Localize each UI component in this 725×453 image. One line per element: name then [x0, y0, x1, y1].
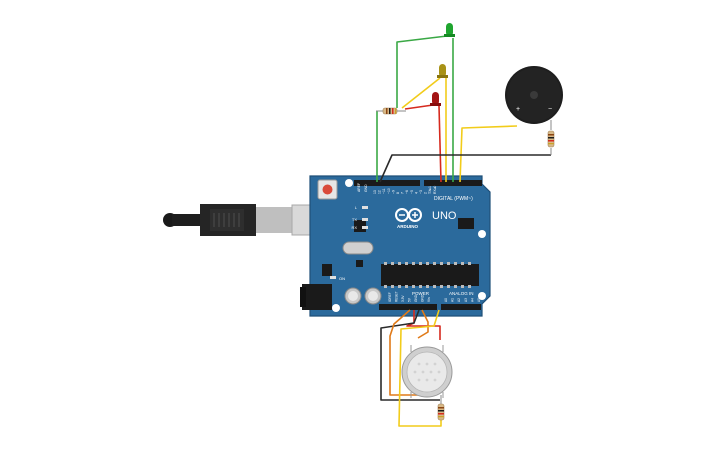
pin-label-gnd: GND [364, 184, 368, 192]
resistor-buzzer[interactable] [547, 130, 555, 148]
wire-green-led[interactable] [396, 35, 448, 108]
pin-label-aref: AREF [357, 183, 361, 192]
buzzer-minus-label: − [548, 106, 552, 113]
mounting-hole [345, 179, 353, 187]
led-label-rx: RX [351, 225, 357, 230]
wire-red-led[interactable] [404, 104, 434, 110]
digital-pin-label-10: ~3 [419, 190, 423, 194]
digital-pin-label-13: RX◂0 [433, 186, 437, 194]
analog-pin-label-3: A3 [464, 298, 468, 302]
usb-cable[interactable] [163, 204, 321, 236]
onboard-led-l [362, 206, 368, 209]
arduino-logo [395, 208, 422, 222]
digital-pin-label-0: 13 [373, 190, 377, 194]
digital-header-left[interactable] [354, 180, 420, 186]
analog-pin-label-2: A2 [457, 298, 461, 302]
resistor-sensor[interactable] [437, 403, 445, 421]
onboard-led-tx [362, 218, 368, 221]
onboard-led-rx [362, 226, 368, 229]
dc-jack [302, 284, 332, 310]
wire-black-gnd[interactable] [379, 154, 551, 183]
buzzer-plus-label: + [516, 106, 520, 113]
power-pin-label-4: GND [414, 294, 418, 302]
led-label-on: ON [339, 276, 345, 281]
gas-sensor[interactable] [401, 345, 453, 398]
digital-pin-label-3: ~10 [387, 188, 391, 194]
led-yellow[interactable] [437, 64, 448, 78]
analog-header[interactable] [441, 304, 481, 310]
onboard-led-on [330, 276, 336, 279]
digital-pin-label-8: ~5 [410, 190, 414, 194]
power-header-label: POWER [412, 291, 430, 296]
wire-sensor-yellow[interactable] [398, 309, 442, 427]
reset-button-cap[interactable] [322, 184, 333, 195]
analog-pin-label-0: A0 [444, 298, 448, 302]
mounting-hole [332, 304, 340, 312]
analog-pin-label-1: A1 [451, 298, 455, 302]
board-model: UNO [432, 210, 457, 222]
atmega-chip [381, 264, 479, 286]
power-pin-label-2: 3.3V [401, 295, 405, 302]
analog-pin-label-4: A4 [470, 298, 474, 302]
icsp-header [458, 218, 474, 229]
analog-header-label: ANALOG IN [449, 291, 474, 296]
wire-sensor-vcc[interactable] [406, 310, 441, 340]
digital-pin-label-7: ~6 [405, 190, 409, 194]
led-green[interactable] [444, 23, 455, 37]
analog-pin-label-5: A5 [477, 298, 481, 302]
power-pin-label-5: GND [421, 294, 425, 302]
arduino-uno-board[interactable]: L TX RX ON UNO [300, 175, 491, 317]
piezo-buzzer[interactable]: + − [505, 66, 563, 124]
digital-pin-label-9: 4 [414, 192, 418, 194]
digital-header-right[interactable] [424, 180, 482, 186]
power-header[interactable] [379, 304, 437, 310]
digital-pin-label-11: 2 [424, 192, 428, 194]
regulator-chip [322, 264, 332, 276]
power-pin-label-3: 5V [408, 297, 412, 302]
digital-pin-label-2: ~11 [382, 188, 386, 194]
led-red[interactable] [430, 92, 441, 106]
digital-header-label: DIGITAL (PWM~) [434, 196, 473, 202]
power-pin-label-1: RESET [395, 291, 399, 302]
digital-pin-label-4: ~9 [391, 190, 395, 194]
wire-red-pin[interactable] [438, 105, 442, 183]
mounting-hole [478, 230, 486, 238]
digital-pin-label-1: 12 [378, 190, 382, 194]
wire-buzzer-signal[interactable] [459, 125, 518, 183]
usb-plug-metal [256, 207, 292, 233]
wire-sensor-gnd[interactable] [380, 309, 440, 401]
power-pin-label-6: Vin [427, 297, 431, 302]
power-pin-label-0: IOREF [388, 292, 392, 302]
led-label-tx: TX [352, 217, 357, 222]
led-label-l: L [355, 205, 358, 210]
crystal-oscillator [342, 241, 374, 255]
board-brand: ARDUINO [397, 224, 418, 229]
mounting-hole [478, 292, 486, 300]
wire-yellow-led[interactable] [401, 77, 441, 109]
digital-pin-label-5: 8 [396, 192, 400, 194]
digital-pin-label-12: TX▸1 [428, 186, 432, 194]
resistor-led[interactable] [376, 107, 406, 115]
digital-pin-label-6: 7 [401, 192, 405, 194]
